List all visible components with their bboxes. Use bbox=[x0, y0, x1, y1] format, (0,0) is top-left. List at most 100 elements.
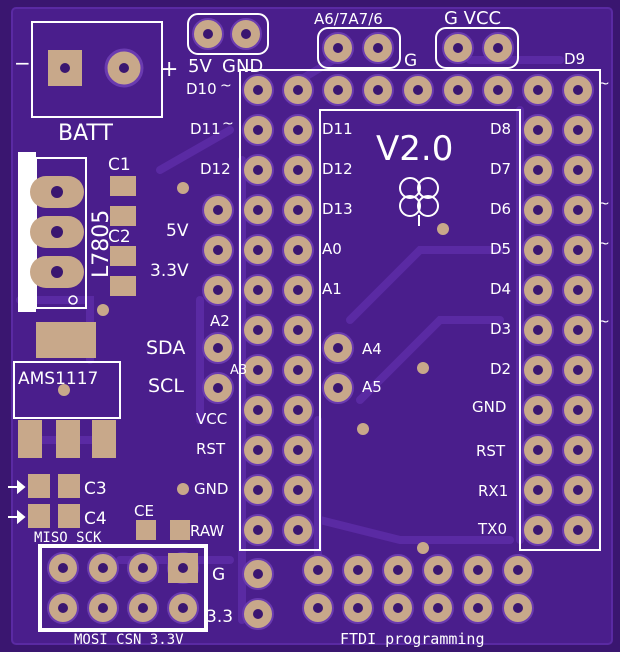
pad-hole bbox=[253, 125, 263, 135]
pad-hole bbox=[473, 603, 483, 613]
pad-hole bbox=[293, 285, 303, 295]
pad-hole bbox=[573, 125, 583, 135]
label-a4: A4 bbox=[362, 340, 382, 358]
pad-hole bbox=[98, 563, 108, 573]
clover-logo-icon bbox=[399, 177, 439, 226]
pad-hole bbox=[58, 603, 68, 613]
label-version: V2.0 bbox=[376, 129, 453, 169]
label-sda: SDA bbox=[146, 337, 185, 359]
label-d13: D13 bbox=[322, 200, 353, 218]
pad-hole bbox=[533, 525, 543, 535]
label-d4: D4 bbox=[490, 280, 511, 298]
pad-hole bbox=[533, 165, 543, 175]
pad-hole bbox=[573, 245, 583, 255]
pad-hole bbox=[213, 285, 223, 295]
tilde-d10: ~ bbox=[220, 78, 232, 94]
pad-hole bbox=[513, 565, 523, 575]
label-ce: CE bbox=[134, 502, 154, 520]
power-header-top bbox=[187, 13, 269, 55]
pad-hole bbox=[353, 603, 363, 613]
label-3v3: 3.3V bbox=[150, 261, 189, 281]
label-c4: C4 bbox=[84, 509, 107, 529]
tilde-d11: ~ bbox=[222, 116, 234, 132]
pad-hole bbox=[178, 603, 188, 613]
pad-hole bbox=[253, 85, 263, 95]
label-gnd-right: GND bbox=[472, 398, 506, 416]
pad-hole bbox=[253, 445, 263, 455]
pad-hole bbox=[393, 603, 403, 613]
pad-hole bbox=[533, 365, 543, 375]
label-d5: D5 bbox=[490, 240, 511, 258]
label-c3: C3 bbox=[84, 479, 107, 499]
pad-hole bbox=[138, 603, 148, 613]
pad-hole bbox=[293, 85, 303, 95]
ce-pads bbox=[136, 520, 190, 540]
pad-hole bbox=[573, 365, 583, 375]
pad-hole bbox=[293, 365, 303, 375]
pad-hole bbox=[98, 603, 108, 613]
label-d3: D3 bbox=[490, 320, 511, 338]
pad-hole bbox=[138, 563, 148, 573]
arrow-icon bbox=[8, 479, 26, 525]
pad-hole bbox=[178, 563, 188, 573]
tilde-d5: ~ bbox=[598, 236, 610, 252]
pad-hole bbox=[253, 365, 263, 375]
label-gnd-top: GND bbox=[222, 56, 263, 77]
label-plus: + bbox=[160, 57, 178, 82]
c1-c2-pads bbox=[110, 176, 136, 296]
pad-hole bbox=[253, 485, 263, 495]
label-a6a7: A6/7A7/6 bbox=[314, 10, 383, 28]
pin-pads bbox=[47, 74, 594, 630]
pad-hole bbox=[213, 343, 223, 353]
pad-hole bbox=[433, 603, 443, 613]
label-rst-left: RST bbox=[196, 440, 226, 458]
pad-hole bbox=[253, 325, 263, 335]
pad-hole bbox=[253, 285, 263, 295]
label-d9: D9 bbox=[564, 50, 585, 68]
pad-hole bbox=[293, 165, 303, 175]
battery-terminal bbox=[31, 21, 163, 118]
pad-hole bbox=[533, 285, 543, 295]
pad-hole bbox=[413, 85, 423, 95]
label-5v: 5V bbox=[166, 221, 189, 241]
l7805-regulator bbox=[18, 152, 87, 312]
label-minus: − bbox=[14, 51, 31, 75]
pad-hole bbox=[573, 445, 583, 455]
analog-a6-a7-header bbox=[317, 27, 401, 69]
label-batt: BATT bbox=[58, 121, 113, 146]
pad-hole bbox=[393, 565, 403, 575]
label-mosi-csn: MOSI CSN 3.3V bbox=[74, 632, 184, 648]
pad-hole bbox=[253, 525, 263, 535]
pad-hole bbox=[573, 165, 583, 175]
pad-hole bbox=[293, 485, 303, 495]
pad-hole bbox=[533, 125, 543, 135]
pad-hole bbox=[213, 245, 223, 255]
pad-hole bbox=[493, 85, 503, 95]
label-c2: C2 bbox=[108, 227, 131, 247]
label-d7: D7 bbox=[490, 160, 511, 178]
label-5v-top: 5V bbox=[188, 56, 212, 77]
tilde-d3: ~ bbox=[598, 314, 610, 330]
label-a1: A1 bbox=[322, 280, 342, 298]
pad-hole bbox=[293, 325, 303, 335]
pad-hole bbox=[293, 445, 303, 455]
label-ams1117: AMS1117 bbox=[18, 369, 98, 389]
pad-hole bbox=[293, 205, 303, 215]
pad-hole bbox=[253, 205, 263, 215]
label-raw: RAW bbox=[190, 522, 224, 540]
label-l7805: L7805 bbox=[89, 210, 114, 278]
label-d12-left: D12 bbox=[200, 160, 231, 178]
label-gnd-left: GND bbox=[194, 480, 228, 498]
pad-hole bbox=[573, 525, 583, 535]
pad-hole bbox=[573, 285, 583, 295]
label-d12-inner: D12 bbox=[322, 160, 353, 178]
pad-hole bbox=[253, 569, 263, 579]
label-d6: D6 bbox=[490, 200, 511, 218]
label-d2: D2 bbox=[490, 360, 511, 378]
g-vcc-header bbox=[435, 27, 519, 69]
label-a5: A5 bbox=[362, 378, 382, 396]
pad-hole bbox=[253, 405, 263, 415]
label-3v3-bottom: 3.3 bbox=[206, 607, 233, 627]
